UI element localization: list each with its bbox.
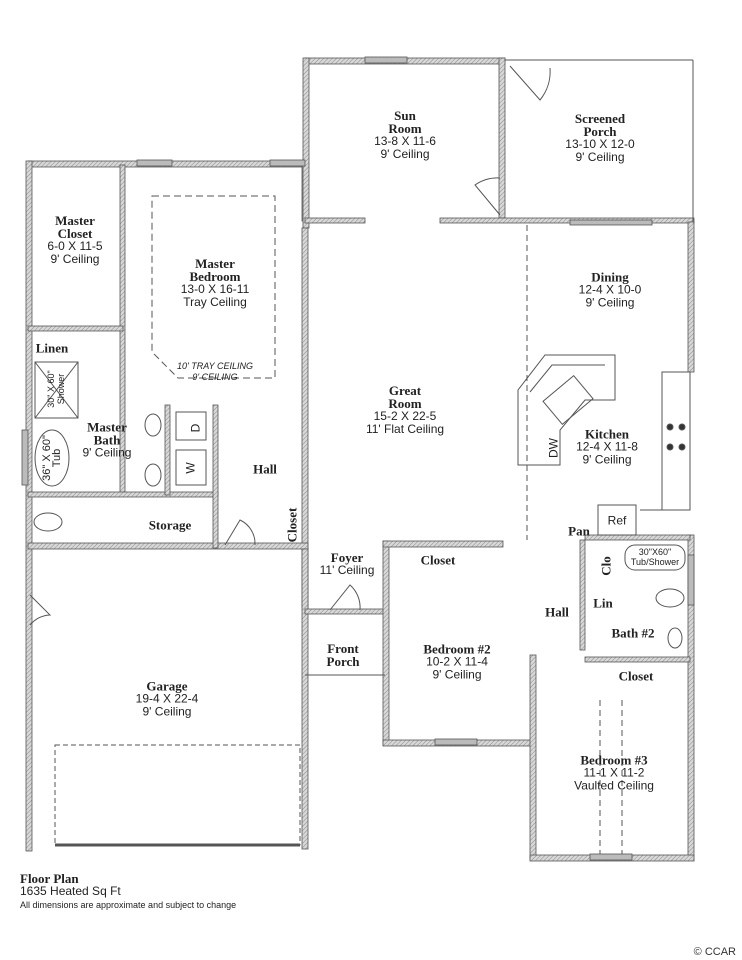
room-name: Closet (284, 507, 300, 543)
room-ceiling: 9' Ceiling (432, 667, 482, 682)
fixture-name: 30" X 60" Shower (46, 370, 66, 408)
room-name: Pan (568, 523, 590, 539)
dryer-label: D (188, 423, 203, 433)
room-pantry: Pan (568, 525, 590, 538)
shower-label: 30" X 60" Shower (46, 361, 66, 417)
room-name: Master Bedroom (189, 256, 241, 284)
room-dims: 13-10 X 12-0 (565, 137, 635, 151)
room-great-room: Great Room 15-2 X 22-5 11' Flat Ceiling (366, 384, 444, 436)
room-foyer: Foyer 11' Ceiling (320, 551, 375, 577)
washer-label: W (183, 462, 198, 474)
room-master-closet: Master Closet 6-0 X 11-5 9' Ceiling (45, 214, 105, 266)
room-name: Sun Room (388, 108, 422, 136)
room-hall-closet: Closet (284, 507, 300, 543)
room-name: Garage (146, 678, 188, 694)
room-hall-master: Hall (253, 463, 277, 476)
caption-note: All dimensions are approximate and subje… (20, 900, 237, 910)
room-lin: Lin (593, 597, 613, 610)
room-front-porch: Front Porch (323, 642, 363, 668)
dishwasher-label: DW (546, 438, 561, 458)
room-name: Front Porch (326, 641, 360, 669)
room-dims: 6-0 X 11-5 (47, 239, 103, 253)
room-ceiling: 9' Ceiling (142, 704, 192, 719)
room-name: Master Bath (87, 419, 127, 448)
tray-ceiling-note: 10' TRAY CEILING 9' CEILING (177, 361, 253, 383)
room-name: Closet (420, 552, 456, 568)
room-dims: 10-2 X 11-4 (426, 654, 488, 669)
room-name: Dining (591, 269, 629, 285)
room-dims: 19-4 X 22-4 (135, 691, 199, 706)
room-linen: Linen (36, 342, 69, 355)
copyright-text: © CCAR (693, 946, 736, 958)
room-dining: Dining 12-4 X 10-0 9' Ceiling (579, 271, 642, 310)
fixture-name: DW (546, 438, 561, 458)
room-name: Lin (593, 595, 613, 611)
room-bedroom2-closet: Closet (421, 554, 456, 567)
room-ceiling: 9' Ceiling (50, 252, 100, 266)
room-name: Bedroom #2 (423, 641, 491, 657)
room-name: Great Room (388, 383, 422, 411)
room-name: Bedroom #3 (580, 752, 648, 768)
room-bedroom-2: Bedroom #2 10-2 X 11-4 9' Ceiling (423, 643, 490, 682)
caption-title: Floor Plan (20, 871, 79, 886)
room-ceiling: 11' Flat Ceiling (365, 422, 445, 436)
windows (21, 56, 695, 861)
room-name: Master Closet (55, 213, 95, 241)
room-dims: 12-4 X 11-8 (576, 439, 638, 454)
room-storage: Storage (149, 519, 192, 532)
room-ceiling: 9' Ceiling (380, 147, 430, 161)
room-dims: 13-8 X 11-6 (374, 134, 436, 148)
room-master-bedroom: Master Bedroom 13-0 X 16-11 Tray Ceiling (180, 257, 250, 309)
room-name: Hall (253, 461, 277, 477)
room-bedroom3-closet: Closet (619, 670, 654, 683)
room-kitchen: Kitchen 12-4 X 11-8 9' Ceiling (576, 428, 638, 467)
room-ceiling: 9' Ceiling (82, 445, 132, 460)
room-name: Kitchen (584, 426, 630, 442)
fixture-name: 30"X60" Tub/Shower (630, 547, 680, 567)
room-ceiling: Vaulted Ceiling (574, 778, 654, 793)
tub-label: 36" X 60" Tub (41, 433, 63, 483)
thin-lines (29, 59, 694, 855)
room-dims: 15-2 X 22-5 (373, 409, 437, 423)
room-name: Foyer (330, 550, 364, 565)
refrigerator-label: Ref (607, 513, 627, 528)
room-ceiling: 9' Ceiling (575, 150, 625, 164)
room-dims: 11-1 X 11-2 (583, 765, 645, 780)
room-ceiling: 11' Ceiling (319, 563, 375, 577)
room-clo: Clo (598, 556, 614, 576)
room-bath-2: Bath #2 (612, 627, 655, 640)
room-name: Linen (35, 340, 69, 356)
room-screened-porch: Screened Porch 13-10 X 12-0 9' Ceiling (565, 112, 634, 164)
room-master-bath: Master Bath 9' Ceiling (82, 421, 132, 460)
room-garage: Garage 19-4 X 22-4 9' Ceiling (136, 680, 199, 719)
fixture-name: Ref (607, 513, 627, 528)
tub-shower-label: 30"X60" Tub/Shower (630, 547, 680, 567)
room-name: Clo (598, 556, 614, 576)
room-hall-bedrooms: Hall (545, 606, 569, 619)
room-ceiling: Tray Ceiling (183, 295, 247, 309)
room-dims: 12-4 X 10-0 (578, 282, 642, 297)
room-ceiling: 9' Ceiling (582, 452, 632, 467)
room-name: Screened Porch (574, 111, 626, 139)
room-dims: 13-0 X 16-11 (180, 282, 250, 296)
room-name: Bath #2 (611, 625, 655, 641)
room-sun-room: Sun Room 13-8 X 11-6 9' Ceiling (374, 109, 436, 161)
room-name: Closet (618, 668, 654, 684)
tray-note-2: 9' CEILING (192, 372, 238, 382)
fixture-name: D (188, 423, 203, 433)
caption-sqft: 1635 Heated Sq Ft (20, 884, 121, 898)
floor-plan-caption: Floor Plan 1635 Heated Sq Ft All dimensi… (20, 872, 236, 912)
room-bedroom-3: Bedroom #3 11-1 X 11-2 Vaulted Ceiling (574, 754, 654, 793)
room-name: Hall (545, 604, 569, 620)
fixture-name: W (183, 462, 198, 474)
room-ceiling: 9' Ceiling (585, 295, 635, 310)
room-name: Storage (148, 517, 192, 533)
fixture-name: 36" X 60" Tub (41, 435, 63, 481)
tray-note: 10' TRAY CEILING (177, 361, 253, 371)
